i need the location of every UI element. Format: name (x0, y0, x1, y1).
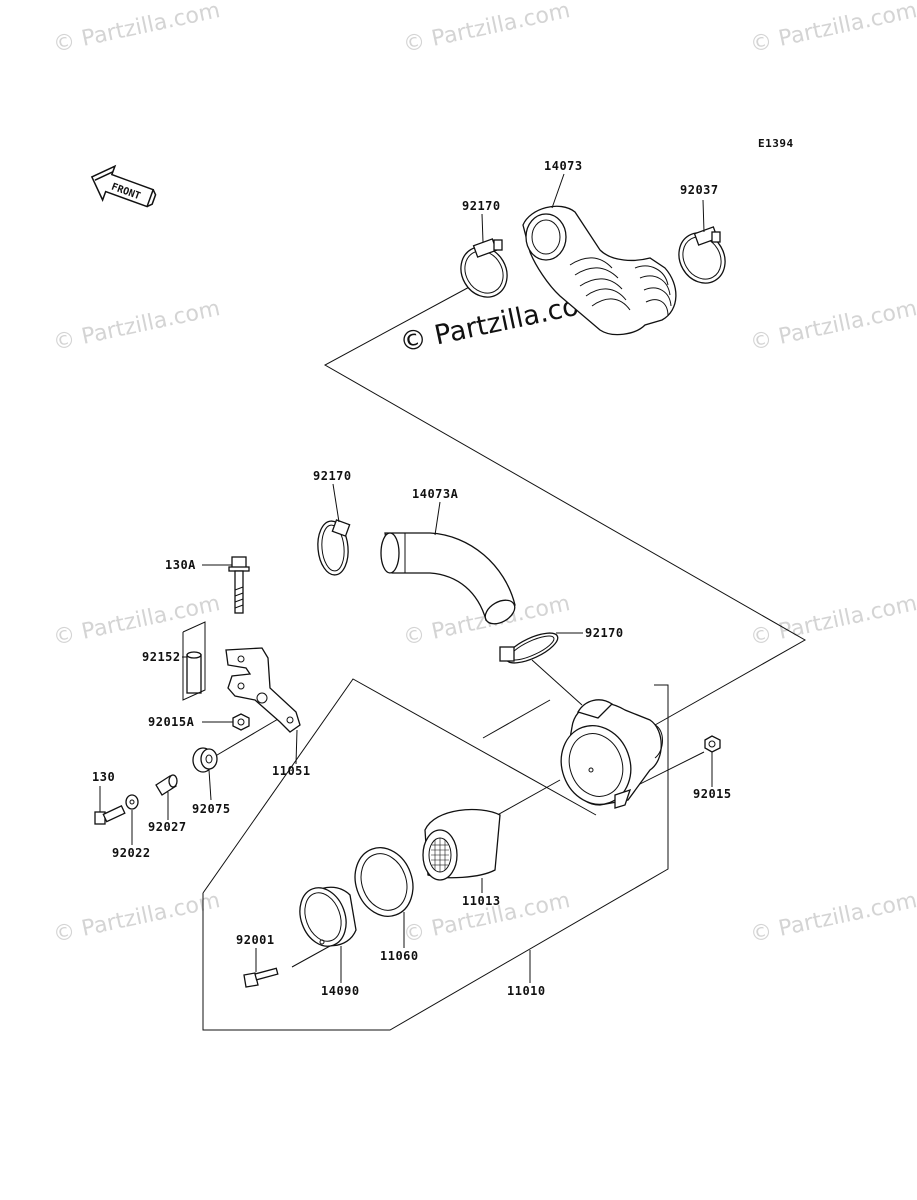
air-cleaner-housing (560, 699, 663, 809)
hose-clamp-92170-upper (460, 238, 508, 298)
nut-92015A (232, 713, 250, 731)
bolt-130 (94, 805, 126, 825)
part-label: 92027 (148, 820, 187, 834)
watermark: © Partzilla.com (748, 888, 917, 948)
part-label: 92015 (693, 787, 732, 801)
part-label: 92037 (680, 183, 719, 197)
watermark: © Partzilla.com (401, 0, 572, 58)
part-label: 14073A (412, 487, 459, 501)
part-label: 92022 (112, 846, 151, 860)
part-label: 92075 (192, 802, 231, 816)
watermark: © Partzilla.com (51, 0, 222, 58)
washer-92022 (125, 794, 139, 810)
part-label: 11013 (462, 894, 501, 908)
bracket-11051 (225, 647, 301, 733)
part-label: 130A (165, 558, 196, 572)
part-label: 11010 (507, 984, 546, 998)
part-labels: 14073 92037 92170 92170 14073A 130A 9215… (92, 159, 732, 998)
hose-clamp-92170-middle (317, 519, 351, 576)
part-label: 14090 (321, 984, 360, 998)
watermark: © Partzilla.com (748, 591, 917, 651)
watermark: © Partzilla.com (51, 888, 222, 948)
damper-92075 (192, 747, 218, 773)
watermark: © Partzilla.com (748, 0, 917, 58)
collar-92152 (182, 621, 206, 701)
part-label: 14073 (544, 159, 583, 173)
wing-bolt-92001 (243, 967, 279, 988)
watermark: © Partzilla.com (748, 296, 917, 356)
bolt-130A (228, 556, 250, 614)
hose-clamp-92170-lower (499, 632, 559, 664)
collar-92027 (155, 774, 178, 796)
diagram-code: E1394 (758, 137, 794, 150)
cover-14090 (299, 886, 357, 947)
part-label: 11060 (380, 949, 419, 963)
part-label: 92152 (142, 650, 181, 664)
hose-clamp-92037 (678, 226, 726, 284)
elbow-duct-14073A (380, 532, 516, 625)
part-label: 92015A (148, 715, 195, 729)
filter-element-11013 (422, 808, 501, 881)
upper-air-duct (522, 205, 677, 336)
part-label: 92170 (585, 626, 624, 640)
part-label: 11051 (272, 764, 311, 778)
part-label: 92170 (462, 199, 501, 213)
front-arrow-icon: FRONT (90, 164, 157, 208)
gasket-11060 (354, 847, 414, 917)
part-label: 92170 (313, 469, 352, 483)
part-label: 92001 (236, 933, 275, 947)
watermark: © Partzilla.com (51, 296, 222, 356)
part-label: 130 (92, 770, 115, 784)
watermark: © Partzilla.com (51, 591, 222, 651)
nut-92015 (704, 735, 721, 753)
